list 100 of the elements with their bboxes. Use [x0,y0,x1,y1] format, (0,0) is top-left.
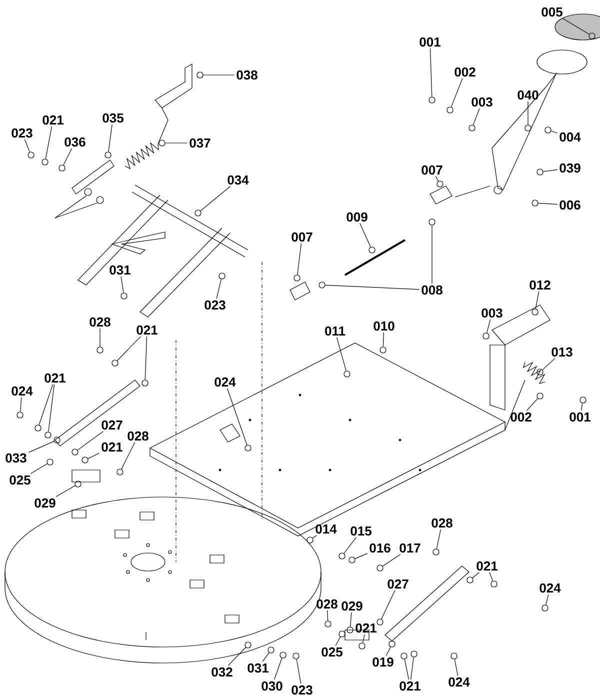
leader-line [335,636,341,646]
washer [532,200,538,206]
leader-line [430,48,432,97]
leader-line [45,126,52,160]
callout-number: 028 [90,317,110,327]
washer [116,468,124,476]
washer [218,272,226,280]
leader-line [562,18,590,35]
washer [536,368,544,376]
washer [468,124,476,132]
callout-number: 012 [530,280,550,290]
leader-line [262,652,270,662]
washer [532,308,538,316]
washer [196,72,204,78]
callout-number: 021 [476,561,498,571]
washer [72,448,78,456]
callout-number: 031 [248,663,268,673]
callout-number: 031 [110,265,130,275]
leader-line [362,634,365,644]
callout-number: 024 [448,677,470,687]
leader-line [450,78,463,108]
leader-line [354,553,368,559]
washer [542,604,548,612]
leader-line [526,398,538,411]
leader-line [117,336,142,361]
callout-number: 001 [420,37,440,47]
callout-number: 019 [372,657,394,667]
callout-number: 021 [102,442,122,452]
leader-line [296,658,302,684]
leader-line [382,554,401,566]
leader-line [535,291,540,310]
callout-number: 027 [102,420,122,430]
washer [524,124,532,132]
leader-line [327,610,328,621]
leader-line [538,202,558,205]
washer [112,360,118,366]
callout-number: 013 [552,347,572,357]
callout-number: 025 [322,647,342,657]
washer [306,536,314,544]
leader-line [165,142,188,144]
washer [280,652,286,658]
callout-number: 007 [292,232,312,242]
callout-number: 021 [136,325,158,335]
leader-line [454,658,458,676]
washer [324,620,332,628]
leader-line [472,108,480,126]
callout-number: 029 [34,498,56,508]
callout-number: 039 [560,163,580,173]
callout-number: 021 [42,115,64,125]
washer [410,650,418,658]
leader-line [30,463,48,474]
washer [368,246,376,254]
leader-line [472,572,480,578]
callout-number: 017 [400,543,420,553]
callout-number: 040 [518,90,538,100]
leader-line [546,594,549,606]
leader-line [489,572,494,582]
leader-line [381,590,396,620]
callout-number: 023 [12,128,32,138]
washer [388,640,396,648]
leader-line [200,186,231,212]
leader-line [88,452,100,459]
callout-number: 002 [510,412,532,422]
washer [376,618,384,626]
leader-line [336,337,346,372]
leader-line [410,656,414,680]
callout-number: 005 [542,7,562,17]
leader-line [38,384,54,426]
washer [294,274,300,282]
callout-number: 002 [454,67,476,77]
callout-number: 021 [356,623,376,633]
washer [436,180,444,188]
callout-number: 029 [342,601,362,611]
callout-number: 021 [400,681,420,691]
washer [348,556,356,564]
leader-line [108,124,112,152]
callout-number: 024 [12,386,33,396]
washer [74,480,82,488]
washer [120,292,128,300]
leader-line [121,442,136,470]
washer [244,444,252,452]
washer [400,652,408,660]
leader-line [120,276,124,294]
leader-line [486,319,491,334]
washer [344,370,350,378]
callout-number: 015 [350,526,372,536]
washer [490,580,498,588]
leader-line [550,130,558,134]
callout-number: 038 [236,70,258,80]
washer [318,282,326,288]
leader-line [542,169,558,172]
leader-line [386,646,391,656]
washer [588,32,596,40]
washer [194,210,202,216]
washer [428,218,436,226]
leader-line [580,402,583,411]
washer [244,642,252,648]
callout-number: 028 [432,518,452,528]
callout-number: 016 [370,543,390,553]
leader-line [24,139,30,152]
